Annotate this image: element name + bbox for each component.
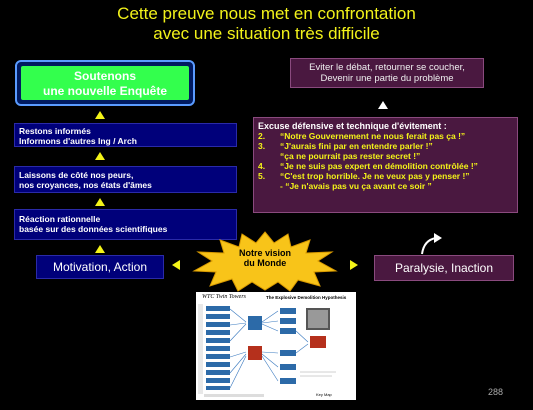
excuse-item: 5. “C'est trop horrible. Je ne veux pas y… bbox=[258, 171, 513, 181]
green-box-line-2: une nouvelle Enquête bbox=[42, 84, 168, 98]
avoid-debate-box: Eviter le débat, retourner se coucher, D… bbox=[290, 58, 484, 88]
starburst-line-1: Notre vision bbox=[238, 248, 291, 258]
motivation-action-box: Motivation, Action bbox=[36, 255, 164, 279]
motivation-label: Motivation, Action bbox=[52, 260, 148, 274]
left-box-2-line-2: nos croyances, nos états d'âmes bbox=[19, 179, 152, 190]
excuse-text: - “Je n'avais pas vu ça avant ce soir ” bbox=[280, 181, 432, 191]
stay-informed-box: Restons informés Informons d'autres Ing … bbox=[14, 123, 237, 147]
left-box-3-line-2: basée sur des données scientifiques bbox=[19, 223, 168, 234]
excuse-heading: Excuse défensive et technique d'évitemen… bbox=[258, 121, 447, 131]
excuse-item: 3. “J'aurais fini par en entendre parler … bbox=[258, 141, 513, 151]
arrow-up-icon bbox=[95, 152, 105, 160]
diagram-graphic bbox=[198, 304, 336, 397]
title-line-1: Cette preuve nous met en confrontation bbox=[117, 4, 416, 23]
arrow-up-icon bbox=[95, 245, 105, 253]
green-box-line-1: Soutenons bbox=[74, 69, 136, 83]
excuse-item: 4. “Je ne suis pas expert en démolition c… bbox=[258, 161, 513, 171]
starburst-line-2: du Monde bbox=[243, 258, 287, 268]
avoid-line-1: Eviter le débat, retourner se coucher, bbox=[309, 62, 465, 73]
excuse-text: “J'aurais fini par en entendre parler !” bbox=[280, 141, 433, 151]
excuse-text: “Je ne suis pas expert en démolition con… bbox=[280, 161, 478, 171]
excuse-item: “ça ne pourrait pas rester secret !” bbox=[258, 151, 513, 161]
excuse-num: 3. bbox=[258, 141, 266, 151]
curved-arrow-icon bbox=[421, 233, 442, 255]
title-line-2: avec une situation très difficile bbox=[153, 24, 380, 43]
excuse-item: - “Je n'avais pas vu ça avant ce soir ” bbox=[258, 181, 513, 191]
left-box-2-line-1: Laissons de côté nos peurs, bbox=[19, 170, 134, 180]
diagram-key-map: Key Map bbox=[316, 392, 332, 397]
excuse-text: “ça ne pourrait pas rester secret !” bbox=[280, 151, 421, 161]
excuse-num: 2. bbox=[258, 131, 266, 141]
defensive-excuse-box: Excuse défensive et technique d'évitemen… bbox=[253, 117, 518, 213]
excuse-item: 2. “Notre Gouvernement ne nous ferait pas… bbox=[258, 131, 513, 141]
starburst-icon bbox=[192, 231, 338, 292]
set-aside-fears-box: Laissons de côté nos peurs, nos croyance… bbox=[14, 166, 237, 193]
excuse-num: 5. bbox=[258, 171, 266, 181]
paralysis-inaction-box: Paralysie, Inaction bbox=[374, 255, 514, 281]
left-box-3-line-1: Réaction rationnelle bbox=[19, 214, 101, 224]
excuse-num: 4. bbox=[258, 161, 266, 171]
left-box-1-line-1: Restons informés bbox=[19, 126, 91, 136]
arrow-left-icon bbox=[172, 260, 180, 270]
rational-reaction-box: Réaction rationnelle basée sur des donné… bbox=[14, 209, 237, 240]
support-investigation-box: Soutenons une nouvelle Enquête bbox=[15, 60, 195, 106]
excuse-text: “C'est trop horrible. Je ne veux pas y p… bbox=[280, 171, 470, 181]
world-view-label: Notre vision du Monde bbox=[220, 248, 310, 268]
left-box-1-line-2: Informons d'autres Ing / Arch bbox=[19, 135, 137, 146]
excuse-text: “Notre Gouvernement ne nous ferait pas ç… bbox=[280, 131, 466, 141]
embedded-hypothesis-diagram: WTC Twin Towers The Explosive Demolition… bbox=[196, 292, 356, 400]
excuse-list: 2. “Notre Gouvernement ne nous ferait pas… bbox=[258, 131, 513, 191]
arrow-up-icon bbox=[378, 101, 388, 109]
arrow-up-icon bbox=[95, 198, 105, 206]
diagram-subtitle: The Explosive Demolition Hypothesis bbox=[266, 295, 347, 300]
paralysis-label: Paralysie, Inaction bbox=[394, 261, 494, 275]
avoid-line-2: Devenir une partie du problème bbox=[320, 73, 454, 84]
slide-title: Cette preuve nous met en confrontation a… bbox=[0, 4, 533, 44]
arrow-right-icon bbox=[350, 260, 358, 270]
arrow-up-icon bbox=[95, 111, 105, 119]
page-number: 288 bbox=[488, 387, 504, 397]
diagram-title: WTC Twin Towers bbox=[202, 294, 247, 300]
